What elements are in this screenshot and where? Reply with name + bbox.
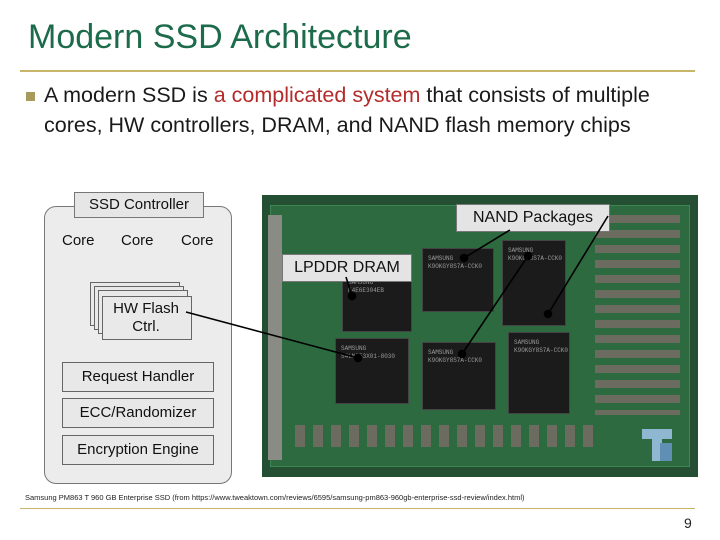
leader-nand-1 xyxy=(463,229,511,259)
component-row xyxy=(295,425,595,447)
sata-connector xyxy=(268,215,282,460)
leader-nand-4 xyxy=(547,215,609,315)
tweaktown-logo-icon xyxy=(642,429,672,461)
nand-chip-1-marking: SAMSUNG K9OKGY8S7A-CCK0 xyxy=(428,255,483,270)
leader-nand-3-dot xyxy=(457,349,467,359)
nand-chip-1: SAMSUNG K9OKGY8S7A-CCK0 xyxy=(422,248,494,312)
core-3: Core xyxy=(181,232,214,249)
dram-chip-marking: SAMSUNG K4E6E304EB xyxy=(348,279,385,294)
nand-packages-callout: NAND Packages xyxy=(456,204,610,232)
controller-chip: SAMSUNG S4LN053X01-8030 xyxy=(335,338,409,404)
encryption-engine-block: Encryption Engine xyxy=(62,435,214,465)
lpddr-dram-callout: LPDDR DRAM xyxy=(282,254,412,282)
nand-chip-2: SAMSUNG K9OKGY8S7A-CCK0 xyxy=(502,240,566,326)
ssd-controller-label: SSD Controller xyxy=(74,192,204,218)
nand-chip-2-marking: SAMSUNG K9OKGY8S7A-CCK0 xyxy=(508,247,563,262)
core-2: Core xyxy=(121,232,154,249)
page-number: 9 xyxy=(684,515,692,531)
leader-nand-1-dot xyxy=(459,253,469,263)
slide-title: Modern SSD Architecture xyxy=(28,18,412,56)
bullet-text-highlight: a complicated system xyxy=(213,83,421,107)
bullet-text-pre: A modern SSD is xyxy=(44,83,214,107)
ecc-randomizer-block: ECC/Randomizer xyxy=(62,398,214,428)
title-divider xyxy=(20,70,695,72)
core-1: Core xyxy=(62,232,95,249)
dram-chip: SAMSUNG K4E6E304EB xyxy=(342,272,412,332)
bullet-marker-icon xyxy=(26,92,35,101)
nand-chip-3-marking: SAMSUNG K9OKGY8S7A-CCK0 xyxy=(428,349,483,364)
leader-controller xyxy=(185,311,359,359)
footer-divider xyxy=(20,508,695,509)
leader-controller-dot xyxy=(353,353,363,363)
bullet-text: A modern SSD is a complicated system tha… xyxy=(44,80,694,140)
nand-chip-4-marking: SAMSUNG K9OKGY8S7A-CCK0 xyxy=(514,339,569,354)
bullet-text-post: that consists of multiple cores, HW cont… xyxy=(44,83,650,137)
photo-source-caption: Samsung PM863 T 960 GB Enterprise SSD (f… xyxy=(25,493,525,502)
capacitor-array xyxy=(595,215,680,415)
request-handler-block: Request Handler xyxy=(62,362,214,392)
leader-nand-2-dot xyxy=(523,251,533,261)
nand-chip-4: SAMSUNG K9OKGY8S7A-CCK0 xyxy=(508,332,570,414)
hw-flash-ctrl-label: HW Flash Ctrl. xyxy=(113,300,179,335)
hw-flash-ctrl-layer-front xyxy=(102,296,192,340)
controller-chip-marking: SAMSUNG S4LN053X01-8030 xyxy=(341,345,396,360)
leader-dram-dot xyxy=(347,291,357,301)
leader-nand-3 xyxy=(461,255,529,355)
leader-nand-4-dot xyxy=(543,309,553,319)
